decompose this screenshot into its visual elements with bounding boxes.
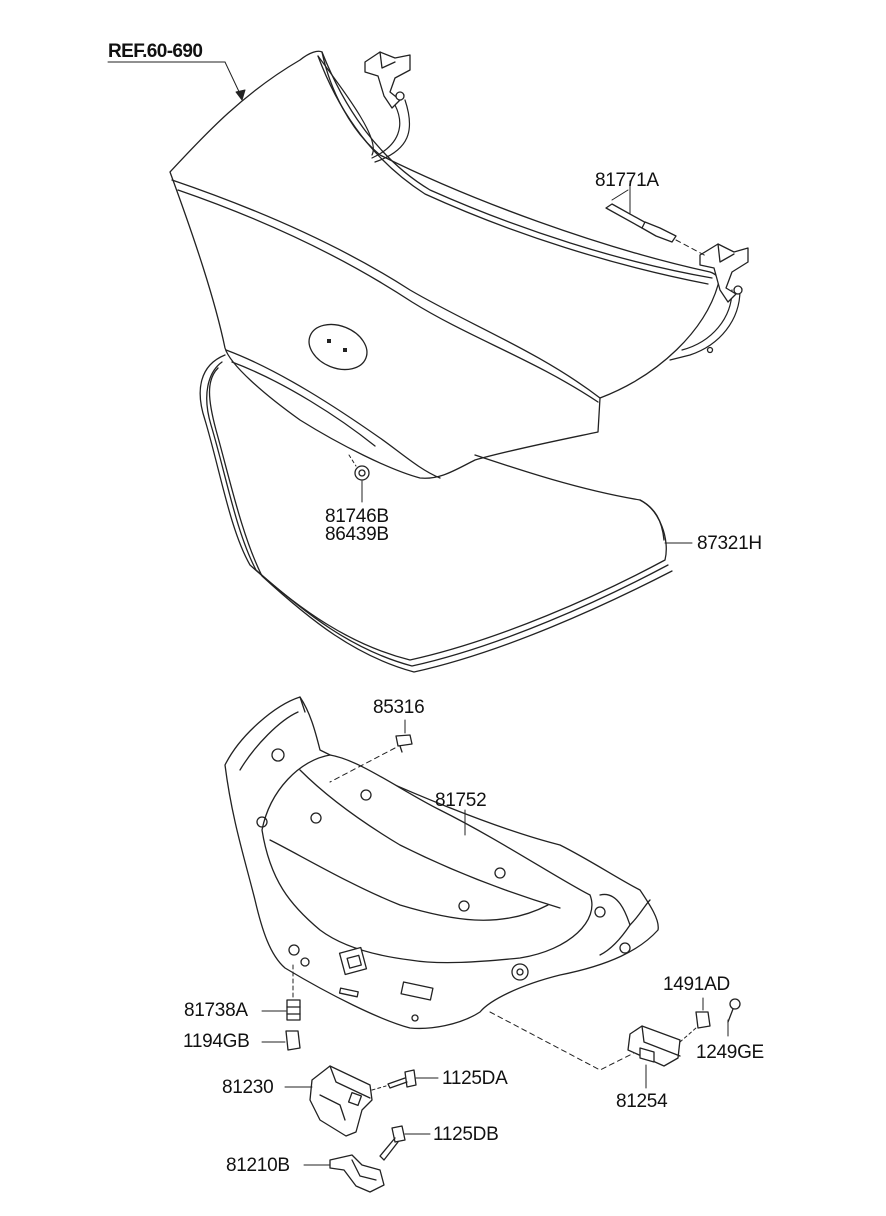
part-label-1249GE[interactable]: 1249GE [696,1042,764,1063]
trunk-latch-81230 [285,1066,372,1136]
striker-81210B [304,1155,384,1192]
trunk-lid-panel [170,51,740,478]
part-label-1125DA[interactable]: 1125DA [442,1068,508,1089]
emblem-recess [302,316,373,377]
screw-1249GE [728,999,740,1036]
part-label-1194GB[interactable]: 1194GB [183,1031,250,1052]
fastener-85316 [396,720,412,752]
clip-81746B [349,455,369,502]
part-label-81254[interactable]: 81254 [616,1091,668,1112]
trunk-trim-panel-81752 [225,697,658,1070]
part-label-81771A[interactable]: 81771A [595,170,659,191]
gas-strut-81771A [606,181,706,256]
bolt-1125DA [372,1070,438,1090]
part-label-85316[interactable]: 85316 [373,697,425,718]
part-label-86439B[interactable]: 86439B [325,524,389,545]
grommet-1194GB [262,1031,300,1050]
part-label-1491AD[interactable]: 1491AD [663,974,730,995]
part-label-81752[interactable]: 81752 [435,790,487,811]
part-label-81230[interactable]: 81230 [222,1077,274,1098]
clip-1491AD [680,998,710,1042]
bolt-1125DB [380,1126,430,1160]
part-label-81746B[interactable]: 81746B [325,506,389,527]
actuator-81254 [628,1026,680,1088]
part-label-81210B[interactable]: 81210B [226,1155,290,1176]
part-label-87321H[interactable]: 87321H [697,533,762,554]
part-label-81738A[interactable]: 81738A [184,1000,248,1021]
bumper-stopper-81738A [262,965,300,1020]
part-label-1125DB[interactable]: 1125DB [433,1124,499,1145]
leader-lines [108,62,692,835]
right-hinge-bracket [700,244,748,302]
weatherstrip-87321H [200,355,672,672]
left-hinge-bracket [365,52,410,108]
reference-label[interactable]: REF.60-690 [108,41,203,62]
